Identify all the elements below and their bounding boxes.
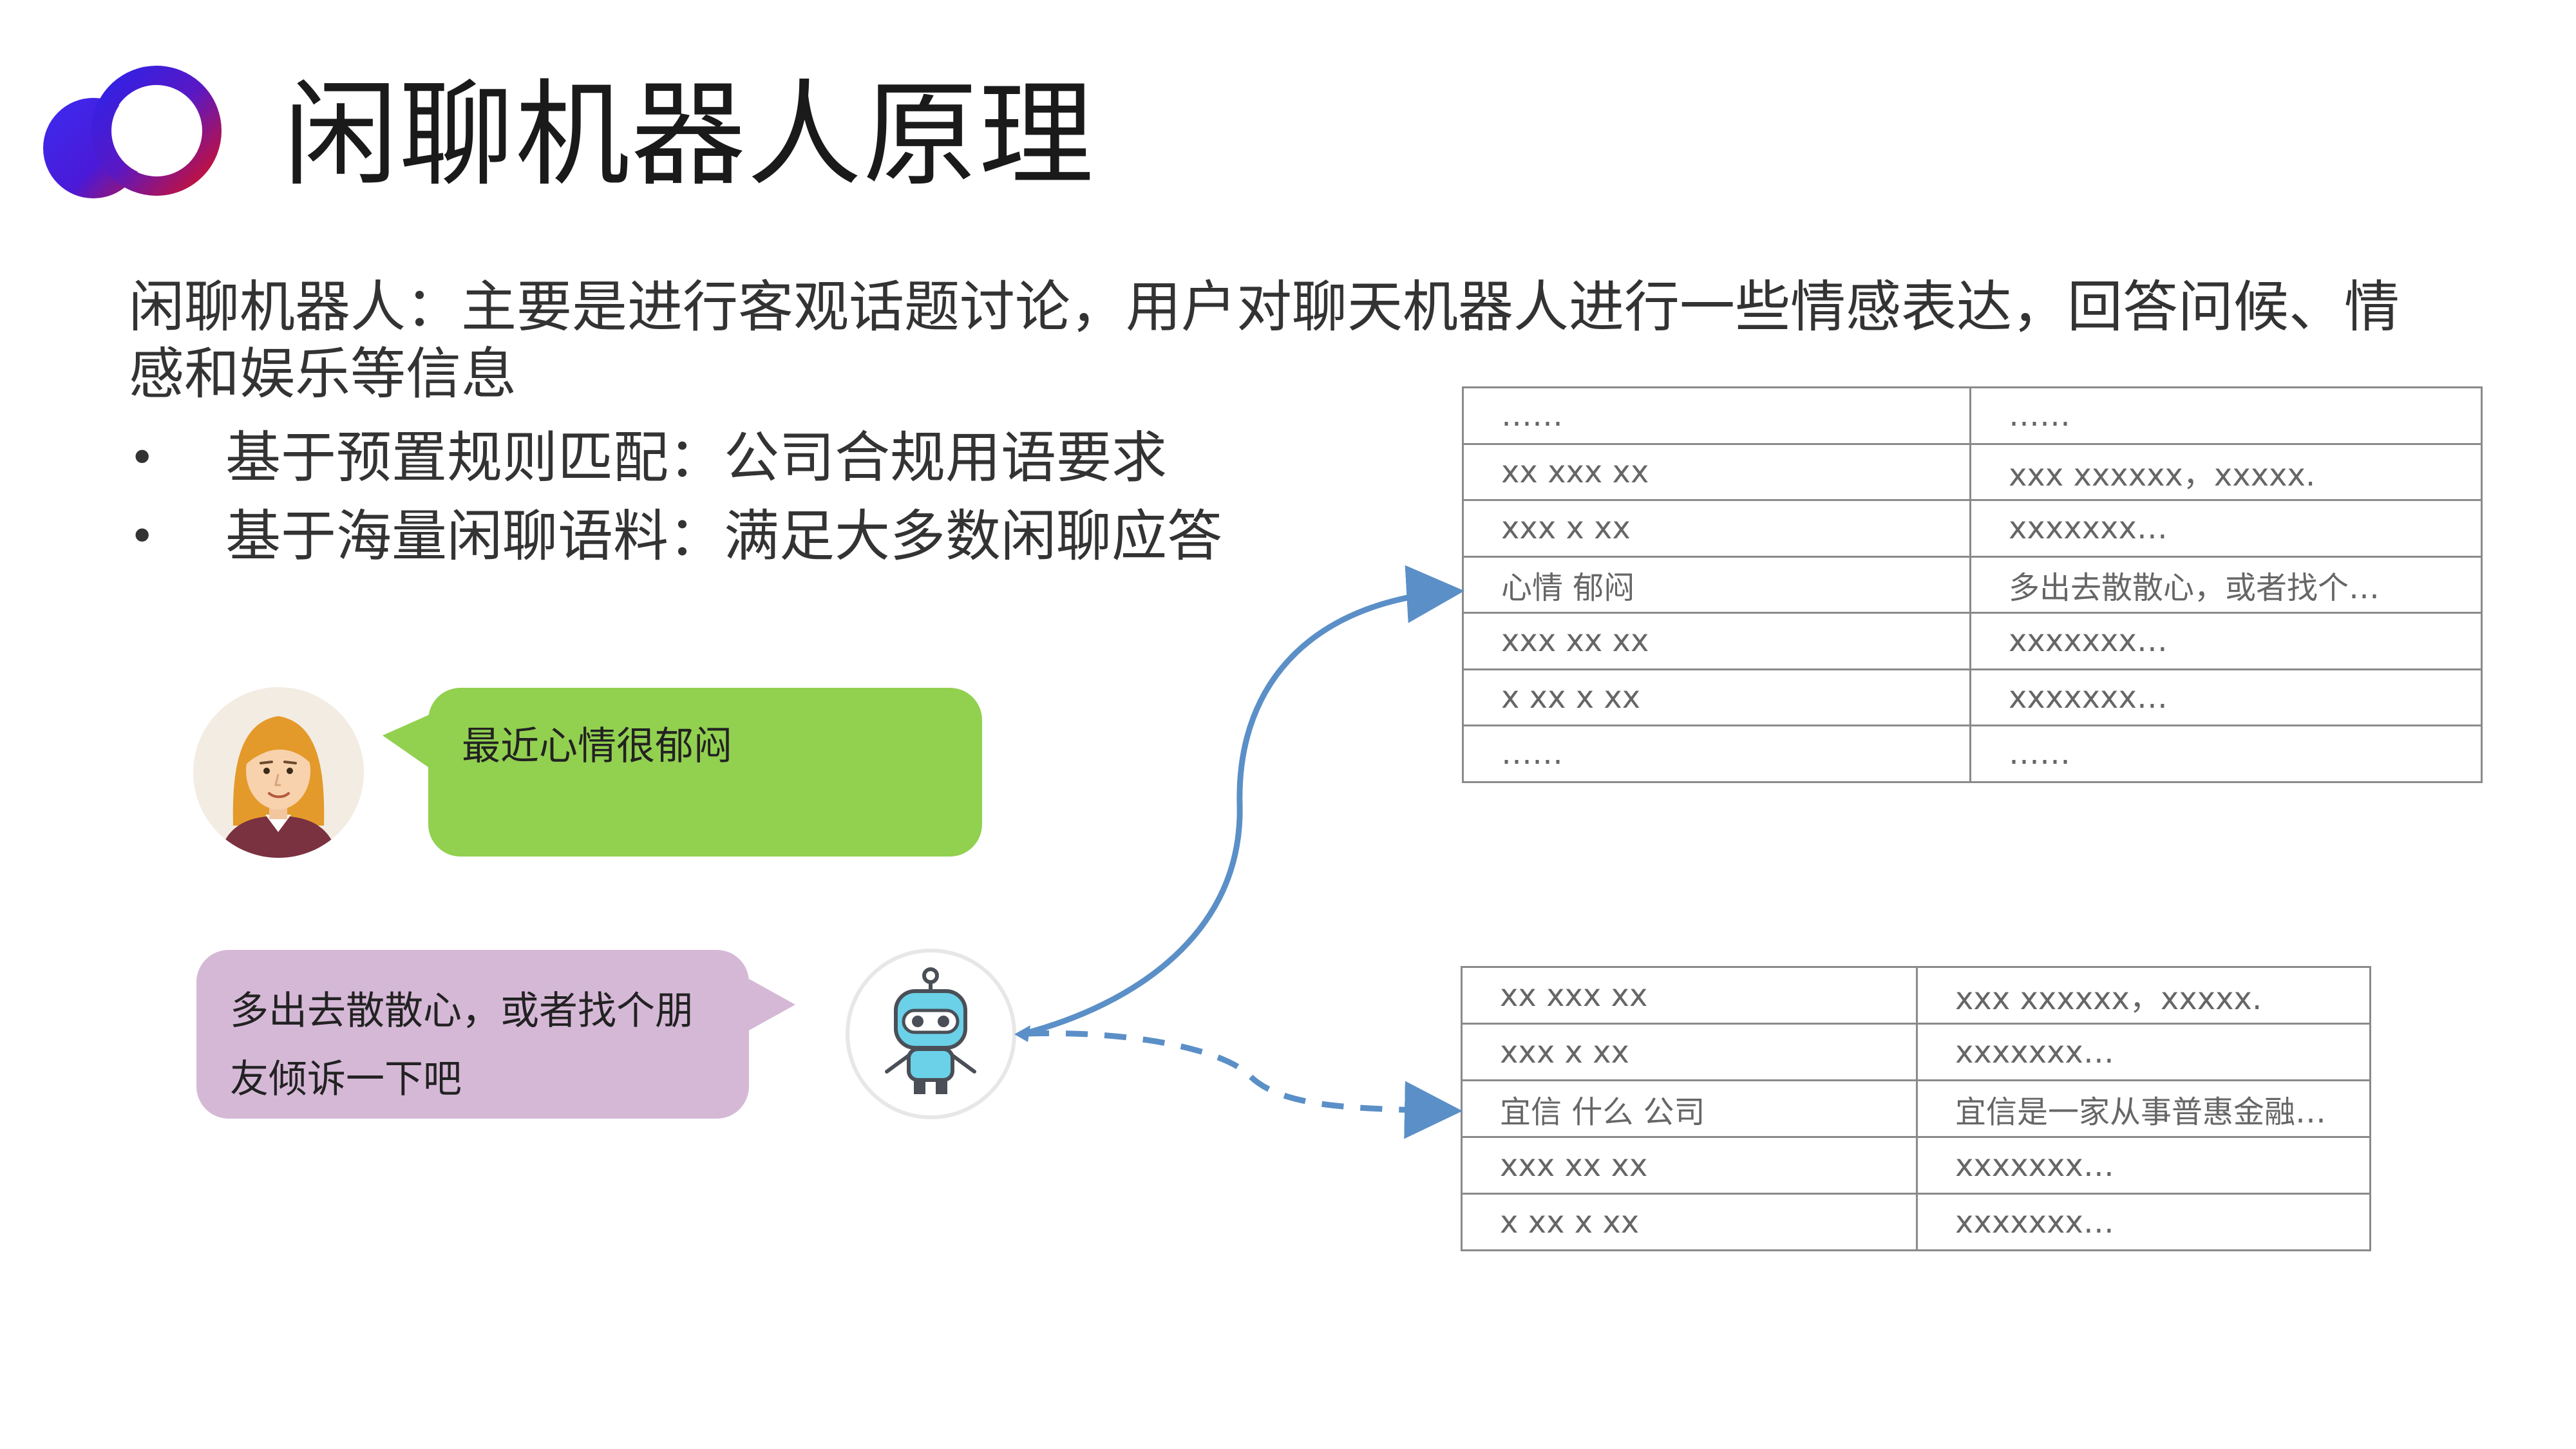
dashed-arrow-to-rules [1027, 1030, 1463, 1139]
arrow-tip-at-bot [1014, 1025, 1030, 1042]
table-cell: x xx x xx [1462, 668, 1971, 726]
table-cell: …… [1969, 386, 2483, 445]
woman-avatar-icon [219, 716, 338, 858]
table-cell: 宜信 什么 公司 [1461, 1079, 1918, 1138]
user-bubble-tail [383, 715, 429, 768]
table-cell: xxxxxxx… [1969, 668, 2483, 726]
table-cell: xxx xx xx [1461, 1136, 1918, 1195]
robot-icon [885, 967, 976, 1094]
table-cell: …… [1462, 724, 1971, 783]
bullet-marker: • [129, 431, 156, 484]
table-cell: xx xxx xx [1461, 966, 1918, 1025]
user-avatar [193, 687, 364, 858]
bullet-list: • 基于预置规则匹配：公司合规用语要求 • 基于海量闲聊语料：满足大多数闲聊应答 [129, 419, 1222, 576]
table-cell: xxx x xx [1461, 1023, 1918, 1081]
bot-avatar [846, 949, 1016, 1119]
user-message-bubble: 最近心情很郁闷 [428, 688, 982, 857]
table-cell: 宜信是一家从事普惠金融… [1916, 1079, 2371, 1138]
bot-bubble-tail [749, 979, 795, 1030]
table-cell: …… [1969, 724, 2483, 783]
table-cell: xxxxxxx… [1916, 1193, 2371, 1251]
overlapping-circles-logo-icon [43, 66, 222, 198]
bullet-item: • 基于预置规则匹配：公司合规用语要求 [129, 419, 1222, 497]
intro-text: 闲聊机器人：主要是进行客观话题讨论，用户对聊天机器人进行一些情感表达，回答问候、… [129, 275, 2400, 406]
table-cell: 心情 郁闷 [1462, 555, 1971, 614]
page-title: 闲聊机器人原理 [283, 68, 1095, 202]
table-cell: xxx xxxxxx，xxxxx. [1916, 966, 2371, 1025]
table-row: ………… [1462, 724, 2483, 783]
brand-logo [39, 61, 238, 206]
table-row: ………… [1462, 386, 2483, 445]
bullet-text: 基于海量闲聊语料：满足大多数闲聊应答 [225, 504, 1222, 569]
table-cell: xxx x xx [1462, 499, 1971, 558]
table-cell: xxx xxxxxx，xxxxx. [1969, 442, 2483, 501]
table-cell: xxxxxxx… [1916, 1023, 2371, 1081]
table-cell: xxxxxxx… [1969, 612, 2483, 670]
table-row: 心情 郁闷多出去散散心，或者找个… [1462, 555, 2483, 614]
table-cell: xxxxxxx… [1916, 1136, 2371, 1195]
bot-reply-bubble: 多出去散散心，或者找个朋友倾诉一下吧 [196, 950, 749, 1119]
bullet-item: • 基于海量闲聊语料：满足大多数闲聊应答 [129, 497, 1222, 576]
table-cell: 多出去散散心，或者找个… [1969, 555, 2483, 614]
bullet-marker: • [129, 510, 156, 563]
table-cell: xxxxxxx… [1969, 499, 2483, 558]
solid-arrow-to-corpus [1023, 565, 1464, 1037]
table-cell: x xx x xx [1461, 1193, 1918, 1251]
table-cell: …… [1462, 386, 1971, 445]
table-cell: xx xxx xx [1462, 442, 1971, 501]
bullet-text: 基于预置规则匹配：公司合规用语要求 [225, 426, 1167, 490]
table-cell: xxx xx xx [1462, 612, 1971, 670]
table-row: 宜信 什么 公司宜信是一家从事普惠金融… [1461, 1079, 2371, 1138]
